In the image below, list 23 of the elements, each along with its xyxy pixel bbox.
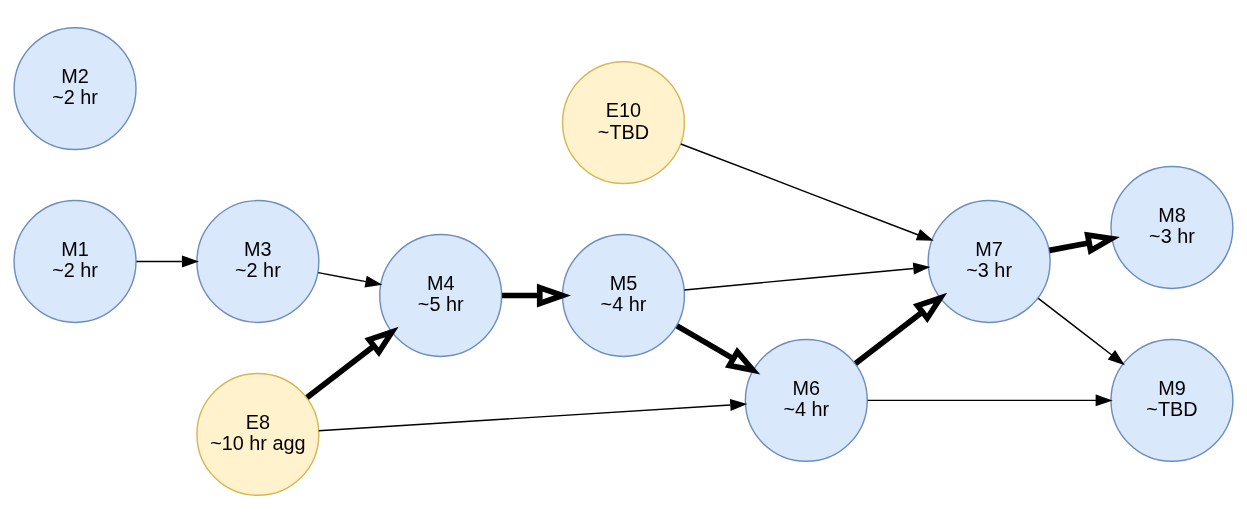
arrow — [1048, 231, 1120, 255]
node-circle: M7 ~3 hr — [927, 199, 1051, 323]
node-circle: M5 ~4 hr — [561, 233, 686, 357]
arrow — [502, 283, 571, 307]
arrow — [318, 398, 748, 431]
node-circle: M9 ~TBD — [1110, 338, 1234, 462]
arrow — [135, 255, 199, 267]
arrow — [866, 393, 1113, 406]
node-circle: M8 ~3 hr — [1110, 165, 1234, 289]
arrow — [675, 322, 761, 374]
node-circle: M3 ~2 hr — [196, 199, 320, 323]
node-circle: M4 ~5 hr — [379, 233, 503, 357]
arrow — [683, 262, 931, 291]
arrow — [1037, 297, 1125, 365]
arrow — [305, 326, 399, 400]
node-circle: M2 ~2 hr — [13, 26, 137, 150]
node-circle: E10 ~TBD — [561, 60, 686, 184]
arrow — [853, 292, 948, 366]
arrow — [680, 142, 934, 241]
node-circle: E8 ~10 hr agg — [196, 372, 320, 496]
node-circle: M1 ~2 hr — [13, 199, 137, 323]
arrow — [317, 271, 383, 287]
node-circle: M6 ~4 hr — [744, 338, 868, 462]
